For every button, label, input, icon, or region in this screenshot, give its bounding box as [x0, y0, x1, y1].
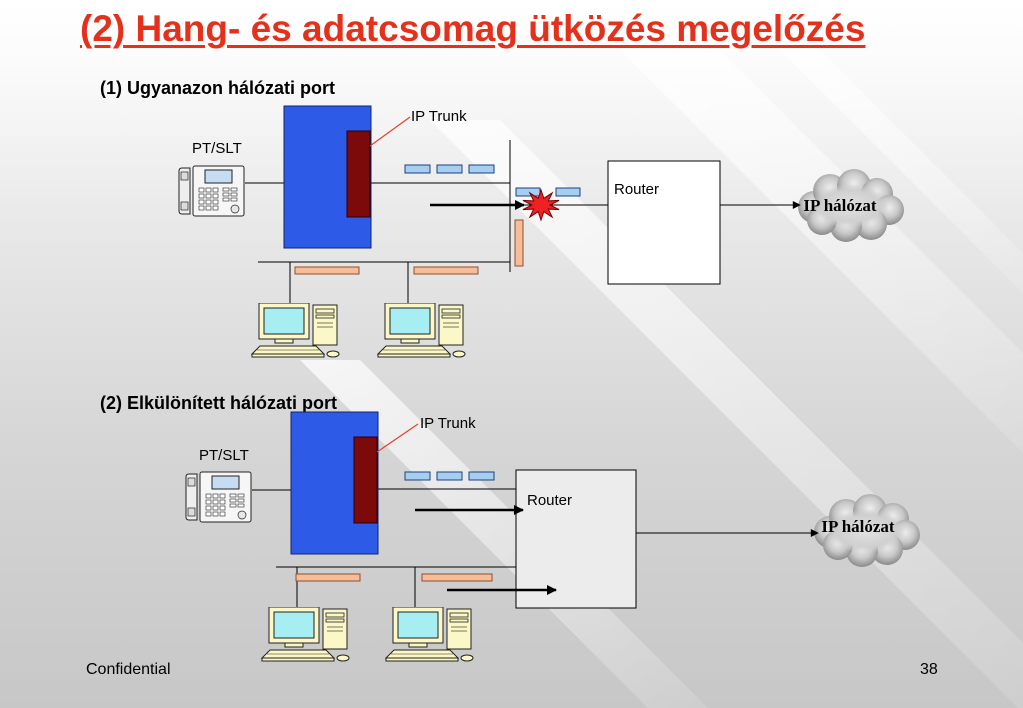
voice-packet [404, 164, 431, 174]
voice-packet [515, 187, 541, 197]
page-number: 38 [920, 661, 938, 678]
background-band [300, 360, 708, 708]
data-packet [413, 266, 479, 275]
background-band [430, 120, 1023, 708]
slide-title: (2) Hang- és adatcsomag ütközés megelőzé… [80, 8, 866, 49]
voice-packet [436, 164, 463, 174]
data-packet [295, 573, 361, 582]
computer-icon [251, 303, 340, 358]
voice-packets [404, 164, 581, 197]
phone-label: PT/SLT [192, 140, 242, 157]
collision-icon [522, 188, 560, 222]
section-heading-shared-port: (1) Ugyanazon hálózati port [100, 78, 336, 98]
section-heading-separate-port: (2) Elkülönített hálózati port [100, 393, 337, 413]
ip-trunk-label: IP Trunk [420, 415, 476, 432]
voice-packet [436, 471, 463, 481]
data-packets [294, 219, 524, 275]
background-band [760, 30, 1023, 293]
ip-trunk-card [353, 436, 378, 524]
phone-icon [185, 471, 252, 523]
router-box [607, 160, 721, 285]
ip-network-label: IP hálózat [803, 196, 877, 215]
data-packet [421, 573, 493, 582]
phone-label: PT/SLT [199, 447, 249, 464]
voice-packets [404, 471, 495, 481]
phone-icon [178, 165, 245, 217]
ip-trunk-label: IP Trunk [411, 108, 467, 125]
voice-packet [468, 471, 495, 481]
voice-packet [555, 187, 581, 197]
connection-lines [252, 488, 516, 610]
voice-packet [468, 164, 495, 174]
router-box [515, 469, 637, 609]
diagram-separate-port: Router IP Trunk PT/SLT IP hálózat [185, 411, 920, 662]
data-packet [514, 219, 524, 267]
voice-packet [404, 471, 431, 481]
ip-trunk-pointer [369, 116, 411, 147]
diagram-shared-port: IP Trunk PT/SLT Router IP hálózat [178, 105, 904, 358]
router-label: Router [527, 492, 572, 509]
data-packet [294, 266, 360, 275]
router-label: Router [614, 181, 659, 198]
background-band [600, 30, 1023, 453]
ip-network-label: IP hálózat [821, 517, 895, 536]
ip-trunk-pointer [376, 423, 419, 453]
computer-icon [385, 607, 474, 662]
computer-icon [261, 607, 350, 662]
ip-trunk-card [346, 130, 371, 218]
data-packets [295, 573, 493, 582]
footer-confidential: Confidential [86, 661, 171, 678]
computer-icon [377, 303, 466, 358]
